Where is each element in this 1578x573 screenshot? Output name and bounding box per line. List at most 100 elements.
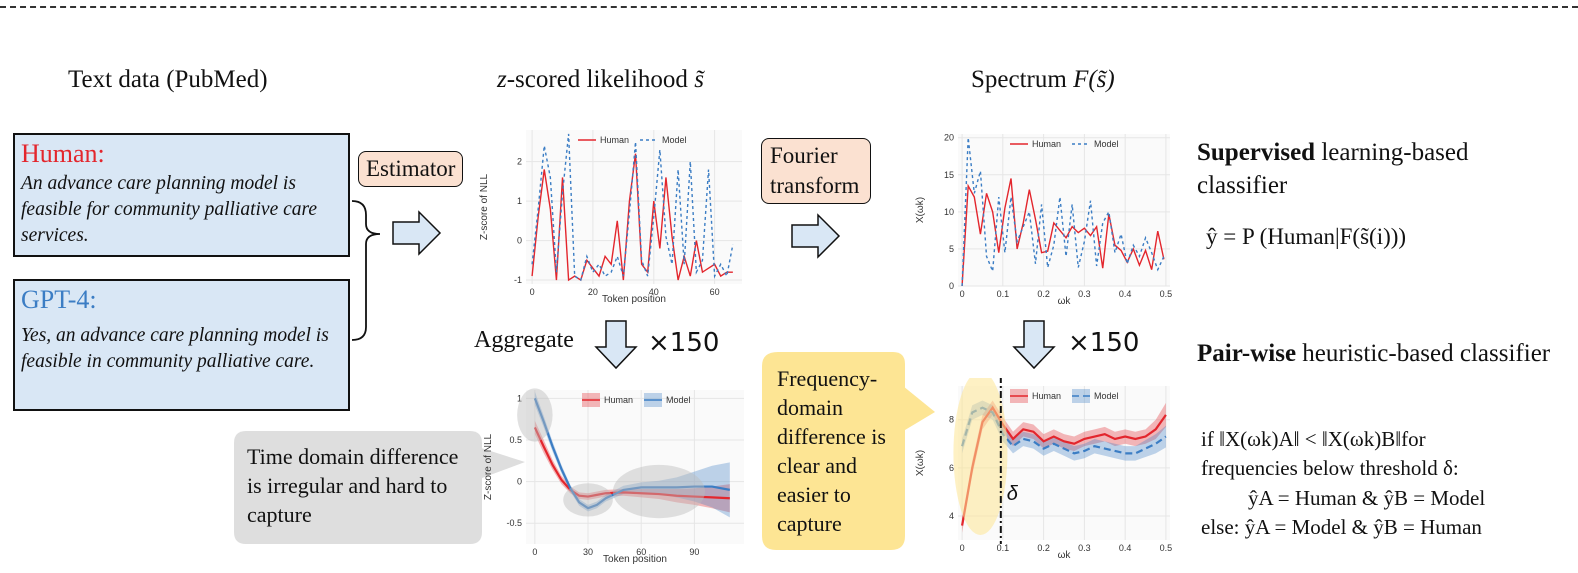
human-label: Human: <box>21 139 105 168</box>
y-tick-label: 0.5 <box>509 435 522 445</box>
text-data-title: Text data (PubMed) <box>68 66 268 93</box>
x-tick-label: 40 <box>649 287 659 297</box>
y-tick-label: 4 <box>949 511 954 521</box>
x-tick-label: 90 <box>689 547 699 557</box>
arrow-down-icon <box>594 320 638 370</box>
y-tick-label: 8 <box>949 415 954 425</box>
y-axis-label: Z-score of NLL <box>479 173 490 240</box>
x-axis-label: Token position <box>602 294 666 304</box>
legend-label-model: Model <box>1094 391 1119 401</box>
likelihood-title: z-scored likelihood s̃ <box>497 66 704 93</box>
y-tick-label: 10 <box>944 207 954 217</box>
y-tick-label: 1 <box>517 196 522 206</box>
y-tick-label: 0 <box>517 477 522 487</box>
spectrum-title: Spectrum F(s̃) <box>971 66 1115 93</box>
time-callout-text: Time domain difference is irregular and … <box>247 444 459 527</box>
series-line-human <box>533 426 730 500</box>
legend-label-human: Human <box>1032 139 1061 149</box>
y-tick-label: 5 <box>949 244 954 254</box>
y-tick-label: 20 <box>944 133 954 143</box>
multiplier-right: ×150 <box>1068 328 1140 358</box>
gpt-text: Yes, an advance care planning model is f… <box>21 325 329 372</box>
legend-label-human: Human <box>604 395 633 405</box>
x-tick-label: 0.1 <box>997 543 1010 553</box>
confidence-band-model <box>534 391 730 518</box>
x-tick-label: 60 <box>636 547 646 557</box>
pairwise-rule-line4: else: ŷA = Model & ŷB = Human <box>1201 515 1482 539</box>
x-tick-label: 0.3 <box>1078 543 1091 553</box>
delta-label: δ <box>1007 483 1019 505</box>
x-axis-label: ωk <box>1058 550 1072 560</box>
y-tick-label: 15 <box>944 170 954 180</box>
x-tick-label: 0.3 <box>1078 289 1091 299</box>
x-tick-label: 0.2 <box>1037 289 1050 299</box>
x-tick-label: 0.4 <box>1119 289 1132 299</box>
y-tick-label: 0 <box>517 236 522 246</box>
legend-label-model: Model <box>1094 139 1119 149</box>
brace-icon <box>351 200 381 341</box>
y-tick-label: 0 <box>949 281 954 291</box>
series-line-model <box>961 137 1165 287</box>
gpt-label: GPT-4: <box>21 285 97 314</box>
arrow-right-icon <box>791 213 841 259</box>
y-axis-label: Z-score of NLL <box>483 433 494 500</box>
human-text: An advance care planning model is feasib… <box>21 173 318 246</box>
human-text-box: Human: An advance care planning model is… <box>13 133 350 257</box>
y-tick-label: 6 <box>949 463 954 473</box>
pairwise-heading: Pair-wise heuristic-based classifier <box>1197 340 1551 367</box>
x-tick-label: 0.5 <box>1160 289 1173 299</box>
plot-panel <box>526 390 744 544</box>
confidence-band-human <box>962 400 1166 533</box>
aggregate-label: Aggregate <box>474 327 574 353</box>
freq-callout-text: Frequency-domain difference is clear and… <box>777 366 886 536</box>
arrow-right-icon <box>392 210 442 256</box>
pairwise-rule-line3: ŷA = Human & ŷB = Model <box>1248 486 1486 510</box>
legend-label-human: Human <box>1032 391 1061 401</box>
supervised-heading: Supervised learning-based classifier <box>1197 139 1469 199</box>
highlight-ellipse <box>517 388 553 442</box>
x-tick-label: 0 <box>960 289 965 299</box>
legend-label-model: Model <box>666 395 691 405</box>
legend-label-model: Model <box>662 135 687 145</box>
pairwise-rule-line1: if ‖X(ωk)A‖ < ‖X(ωk)B‖for <box>1201 427 1426 451</box>
series-line-human <box>531 153 733 282</box>
multiplier-left: ×150 <box>648 328 720 358</box>
x-axis-label: Token position <box>603 554 667 564</box>
plot-panel <box>958 134 1170 286</box>
highlight-ellipse <box>612 464 706 519</box>
x-tick-label: 0.2 <box>1037 543 1050 553</box>
legend-key-model <box>1072 389 1090 403</box>
y-tick-label: -0.5 <box>506 518 522 528</box>
supervised-formula: ŷ = P (Human|F(s̃(i))) <box>1206 224 1407 249</box>
x-tick-label: 0.1 <box>997 289 1010 299</box>
confidence-band-model <box>962 400 1166 461</box>
y-tick-label: -1 <box>514 275 522 285</box>
estimator-box: Estimator <box>358 151 464 187</box>
arrow-down-icon <box>1012 320 1056 370</box>
series-line-model <box>531 133 734 282</box>
pairwise-rule-line2: frequencies below threshold δ: <box>1201 456 1459 480</box>
freq-callout-shape <box>762 352 905 550</box>
freq-callout-tail <box>903 386 935 430</box>
x-tick-label: 0 <box>532 547 537 557</box>
x-tick-label: 20 <box>588 287 598 297</box>
time-callout-tail <box>478 447 525 478</box>
x-axis-label: ωk <box>1058 296 1072 306</box>
plot-panel <box>526 130 742 284</box>
x-tick-label: 0.5 <box>1160 543 1173 553</box>
x-tick-label: 0.4 <box>1119 543 1132 553</box>
top-divider <box>0 6 1578 8</box>
y-axis-label: X(ωk) <box>915 450 926 476</box>
series-line-model <box>961 406 1167 455</box>
x-tick-label: 0 <box>530 287 535 297</box>
legend-label-human: Human <box>600 135 629 145</box>
highlight-ellipse <box>953 378 1008 535</box>
series-line-model <box>533 397 731 510</box>
highlight-ellipse <box>563 483 613 517</box>
